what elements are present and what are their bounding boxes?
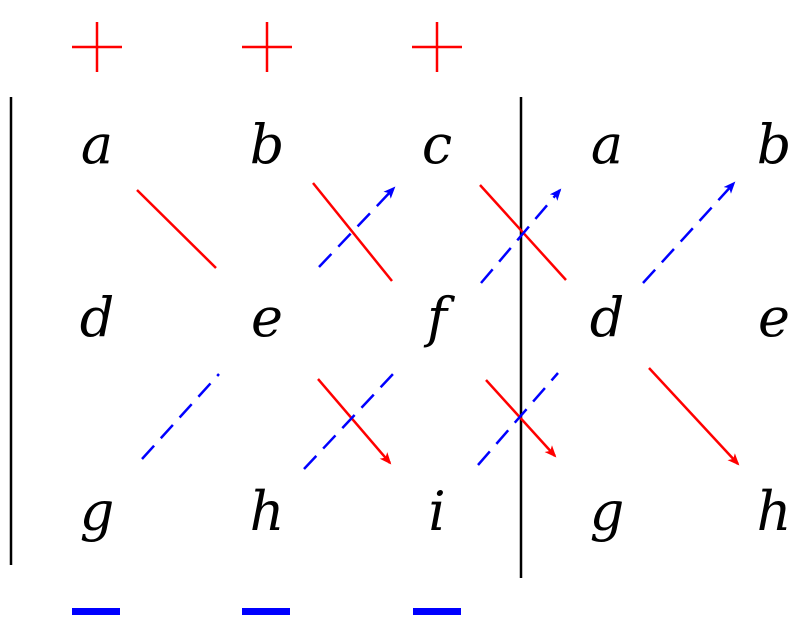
matrix-entry-g: g xyxy=(80,480,115,543)
repeated-entry-h: h xyxy=(757,480,792,543)
negative-diagonals xyxy=(141,181,736,470)
plus-signs xyxy=(72,22,462,72)
minus-sign xyxy=(72,608,120,615)
negative-diagonal-arrow xyxy=(480,188,562,284)
repeated-columns: a b d e g h xyxy=(590,113,792,543)
matrix-entry-i: i xyxy=(428,480,445,543)
positive-diagonal-segment xyxy=(136,189,217,269)
negative-diagonal-arrow xyxy=(642,181,736,284)
minus-sign xyxy=(413,608,461,615)
minus-sign xyxy=(242,608,290,615)
positive-diagonal-segment xyxy=(312,182,393,282)
plus-sign xyxy=(242,22,292,72)
matrix-entry-h: h xyxy=(250,480,285,543)
negative-diagonal-segment xyxy=(303,372,395,470)
repeated-entry-d: d xyxy=(590,286,625,349)
matrix-entry-c: c xyxy=(422,113,452,176)
negative-diagonal-arrow xyxy=(318,186,396,268)
matrix-entry-b: b xyxy=(250,113,285,176)
matrix-entry-a: a xyxy=(81,113,113,176)
repeated-entry-a: a xyxy=(591,113,623,176)
plus-sign xyxy=(412,22,462,72)
positive-diagonal-arrow xyxy=(317,378,392,465)
positive-diagonal-arrow xyxy=(648,367,740,466)
repeated-entry-b: b xyxy=(757,113,792,176)
negative-diagonal-segment xyxy=(141,373,220,460)
matrix-entries: a b c d e f g h i xyxy=(80,113,455,543)
plus-sign xyxy=(72,22,122,72)
matrix-entry-f: f xyxy=(423,286,455,349)
negative-diagonal-segment xyxy=(477,372,559,466)
minus-signs xyxy=(72,608,461,615)
matrix-entry-e: e xyxy=(251,286,283,349)
repeated-entry-e: e xyxy=(758,286,790,349)
matrix-entry-d: d xyxy=(80,286,115,349)
repeated-entry-g: g xyxy=(590,480,625,543)
